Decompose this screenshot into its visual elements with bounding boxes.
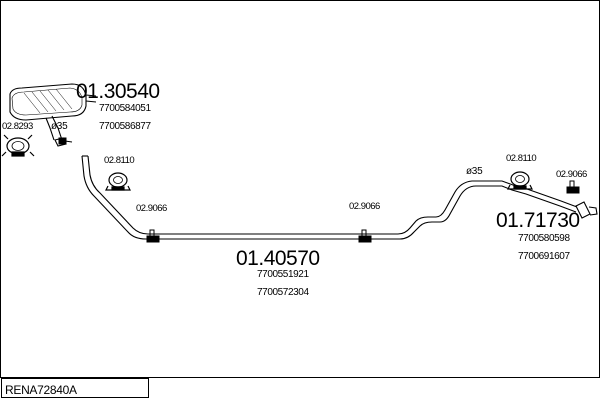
clamp-left-code: 02.8110 — [104, 155, 135, 166]
front-clamp-code: 02.8293 — [2, 121, 33, 132]
diagram-title: RENA72840A — [5, 383, 77, 397]
front-silencer-ref-2: 7700586877 — [99, 121, 151, 132]
front-silencer-drawing — [9, 83, 97, 147]
hanger-left-code: 02.9066 — [136, 203, 167, 214]
middle-pipe-ref-1: 7700551921 — [257, 269, 309, 280]
front-clamp-drawing — [1, 134, 35, 157]
rear-silencer-code: 01.71730 — [496, 209, 580, 232]
rear-silencer-ref-1: 7700580598 — [518, 233, 570, 244]
rear-silencer-ref-2: 7700691607 — [518, 251, 570, 262]
front-silencer-code: 01.30540 — [76, 80, 160, 103]
front-diameter: ø35 — [51, 121, 68, 132]
hanger-right-drawing — [566, 180, 580, 194]
clamp-left-drawing — [105, 172, 131, 191]
front-hanger-drawing — [58, 137, 73, 145]
middle-pipe-code: 01.40570 — [236, 247, 320, 270]
clamp-right-drawing — [507, 171, 533, 190]
hanger-right-code: 02.9066 — [556, 169, 587, 180]
hanger-mid-drawing — [358, 229, 372, 243]
title-box: RENA72840A — [1, 378, 149, 398]
front-silencer-ref-1: 7700584051 — [99, 103, 151, 114]
rear-silencer-drawing — [575, 201, 598, 219]
hanger-left-drawing — [146, 229, 160, 243]
clamp-right-code: 02.8110 — [506, 153, 537, 164]
rear-diameter: ø35 — [466, 166, 483, 177]
middle-pipe-ref-2: 7700572304 — [257, 287, 309, 298]
middle-pipe-drawing — [81, 155, 578, 240]
hanger-mid-code: 02.9066 — [349, 201, 380, 212]
